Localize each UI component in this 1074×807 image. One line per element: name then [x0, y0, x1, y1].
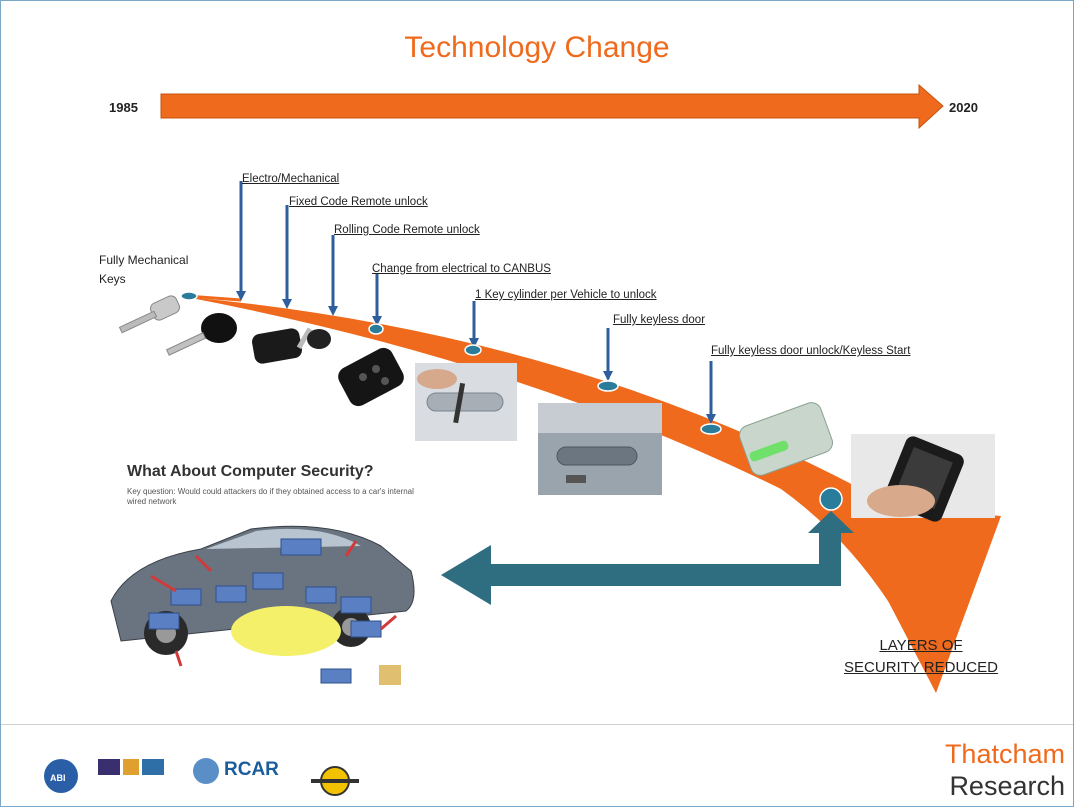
timeline-arrow: [160, 83, 944, 130]
milestone-keyless-start: Fully keyless door unlock/Keyless Start: [711, 345, 911, 357]
milestone-dots: [180, 291, 843, 511]
milestone-canbus: Change from electrical to CANBUS: [372, 263, 551, 275]
milestone-key-cylinder: 1 Key cylinder per Vehicle to unlock: [475, 289, 657, 301]
brand-name-line2: Research: [949, 771, 1065, 801]
curve-tip: [836, 501, 1001, 693]
footer-divider: [1, 724, 1073, 725]
layers-line-2: SECURITY REDUCED: [844, 659, 998, 676]
layers-security-label: LAYERS OF SECURITY REDUCED: [816, 635, 1026, 679]
slide-title: Technology Change: [404, 31, 670, 64]
milestone-keyless-door: Fully keyless door: [613, 314, 706, 326]
mechanical-key-1-icon: [118, 295, 181, 334]
mechanical-keys-label: Fully Mechanical Keys: [99, 253, 189, 286]
association-logo: [98, 759, 164, 775]
layers-line-1: LAYERS OF: [879, 637, 963, 654]
rcar-globe-icon: [193, 758, 219, 784]
security-curve-band: [186, 297, 976, 691]
euro-ncap-logo: [311, 766, 359, 796]
mechanical-key-2-icon: [165, 313, 237, 356]
return-arrow: [441, 511, 854, 605]
flip-key-icon: [338, 347, 404, 407]
milestone-electro-mechanical: Electro/Mechanical: [242, 173, 340, 185]
abi-label: ABI: [50, 773, 66, 783]
keyless-door-photo: [538, 403, 662, 495]
inset-title: What About Computer Security?: [127, 463, 374, 480]
brand-name-line1: Thatcham: [944, 739, 1065, 769]
door-handle-photo: [415, 363, 517, 441]
smartphone-photo: [851, 434, 995, 522]
remote-key-1-icon: [252, 327, 331, 364]
timeline-start-label: 1985: [109, 100, 138, 115]
milestone-lines: [239, 181, 713, 421]
car-diagram: [110, 525, 415, 685]
milestone-arrowheads: [236, 291, 716, 424]
abi-logo: [44, 759, 78, 793]
rcar-label: RCAR: [224, 759, 279, 780]
milestone-fixed-code: Fixed Code Remote unlock: [289, 196, 428, 208]
milestone-rolling-code: Rolling Code Remote unlock: [334, 224, 480, 236]
smart-key-card-icon: [739, 402, 833, 476]
inset-subtitle: Key question: Would could attackers do i…: [127, 487, 414, 506]
timeline-end-label: 2020: [949, 100, 978, 115]
